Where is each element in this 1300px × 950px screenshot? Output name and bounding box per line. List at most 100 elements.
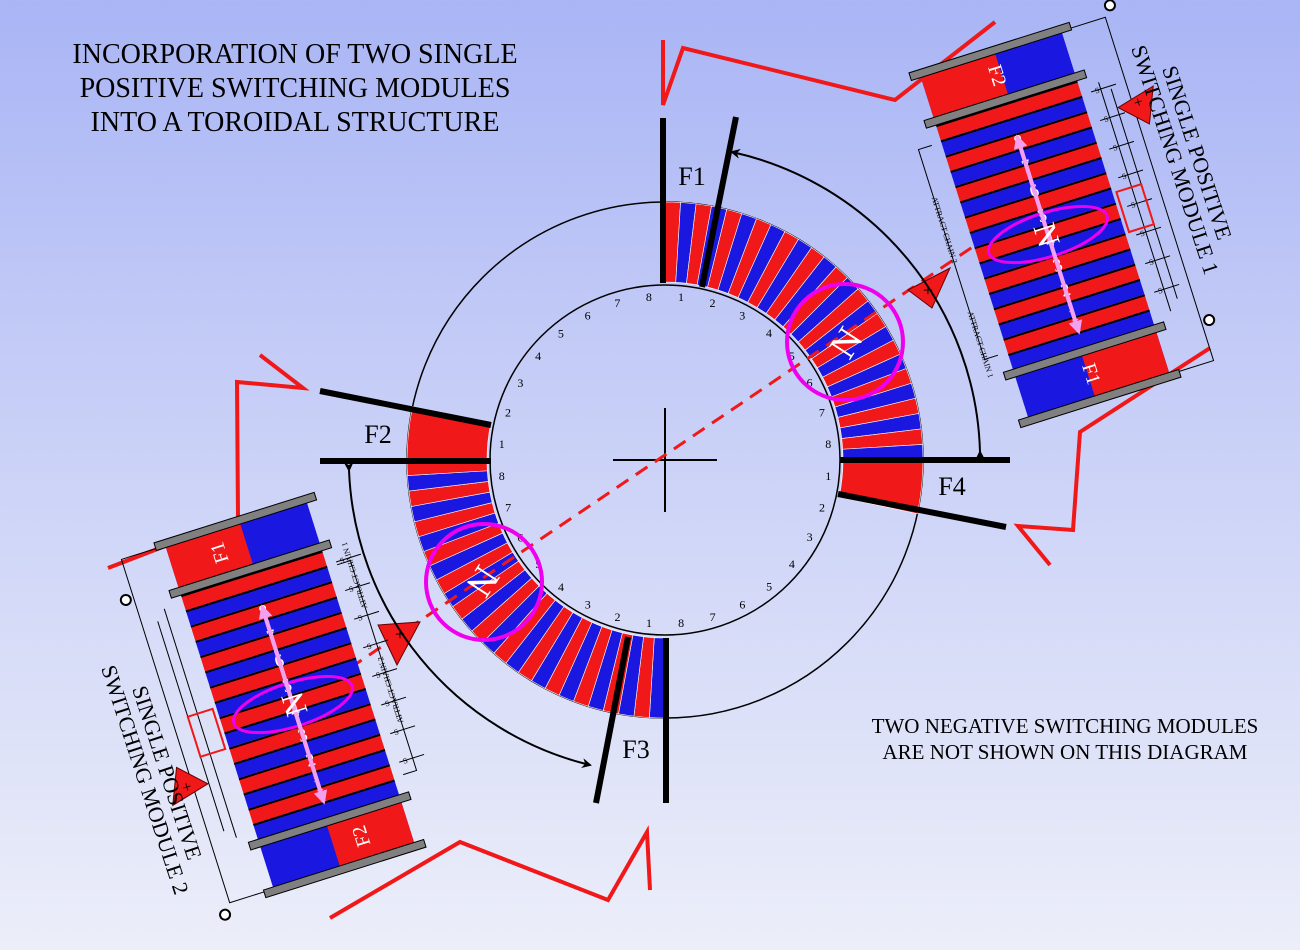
module-2-switch-wire (372, 668, 398, 677)
note-line-1: TWO NEGATIVE SWITCHING MODULES (871, 714, 1259, 738)
field-bars (319, 116, 1010, 804)
rotation-arrows (343, 148, 986, 768)
red-line-right (1013, 346, 1212, 567)
module-2-terminal-bottom (219, 908, 232, 921)
module-2-switch-label: S (348, 584, 355, 594)
dial-number: 7 (819, 405, 825, 419)
dial-number: 2 (614, 610, 620, 624)
plus-label-lower: + (395, 624, 405, 644)
module-2-switch-wire (354, 610, 380, 620)
dial-number: 8 (678, 616, 684, 630)
module-1-switch-wire (1090, 83, 1117, 93)
title-line-1: INCORPORATION OF TWO SINGLE (72, 39, 518, 70)
module-1-circuit (917, 16, 1215, 372)
dial-number: 1 (499, 437, 505, 451)
module-1-switch-wire (1136, 226, 1162, 236)
f3-bar-slanted (593, 636, 631, 804)
label-f3: F3 (622, 735, 649, 764)
dial-number: 4 (766, 326, 772, 340)
module-2-attract-chain-1: ATTRACT CHAIN 1 (340, 541, 369, 610)
dial-number: 8 (499, 469, 505, 483)
module-2-switch-label: S (357, 613, 364, 623)
module-1-layer (940, 95, 1087, 156)
dial-number: 6 (739, 598, 745, 612)
dial-number: 1 (825, 469, 831, 483)
module-1-attract-chain-1: ATTRACT CHAIN 1 (966, 310, 995, 379)
module-1-switch-label: S (1130, 200, 1137, 210)
dial-number: 7 (505, 501, 511, 515)
title-line-2: POSITIVE SWITCHING MODULES (79, 73, 511, 104)
dial-number: 8 (646, 290, 652, 304)
arrow-lower (343, 461, 592, 768)
module-2-switch-wire (390, 725, 416, 735)
module-2-layer (180, 550, 327, 611)
dial-number: 3 (585, 598, 591, 612)
switching-module-2: 12345678SSSSSSSS F1 F2 ATTRACT CHAIN 1 A… (119, 491, 427, 921)
module-2-switch-label: S (393, 727, 400, 737)
dial-number: 3 (517, 376, 523, 390)
module-2-plus-marker: + (172, 766, 209, 807)
note-line-2: ARE NOT SHOWN ON THIS DIAGRAM (882, 740, 1248, 764)
module-1-switch-label: S (1157, 286, 1164, 296)
dial-number: 4 (558, 580, 564, 594)
label-f1: F1 (678, 162, 705, 191)
module-1-switch-wire (1145, 255, 1171, 265)
module-2-switch-wire (399, 753, 425, 763)
dial-number: 5 (766, 580, 772, 594)
f4-bar-slanted (837, 491, 1007, 530)
dial-number: 8 (825, 437, 831, 451)
module-1-layer-separator (940, 95, 1083, 143)
dial-number: 4 (789, 557, 795, 571)
module-2-attract-chain-2: ATTRACT CHAIN 2 (376, 656, 405, 725)
red-line-bottom (328, 825, 652, 920)
module-1-terminal-bottom (1203, 314, 1216, 327)
dial-number: 7 (710, 610, 716, 624)
module-2-layer-separator (180, 550, 323, 598)
dial-number: 3 (807, 530, 813, 544)
module-2-layer (185, 565, 332, 626)
dial-number: 6 (585, 308, 591, 322)
module-1-switch-label: S (1103, 114, 1110, 124)
dial-number: 2 (505, 405, 511, 419)
title-line-3: INTO A TOROIDAL STRUCTURE (90, 107, 500, 138)
arrow-upper (730, 148, 986, 461)
module-2-terminal-top (119, 593, 132, 606)
module-2-switch-wire (335, 553, 362, 563)
module-1-switch-label: S (1112, 143, 1119, 153)
module-1-switch-label: S (1148, 257, 1155, 267)
module-1-terminal-top (1103, 0, 1116, 12)
module-1-layer-separator (935, 80, 1078, 128)
module-1-switch-wire (1127, 198, 1153, 207)
module-2-circuit (120, 548, 418, 904)
module-1-switch-wire (1118, 169, 1144, 179)
dial-number: 7 (614, 296, 620, 310)
module-1-switch-wire (1109, 140, 1135, 150)
module-1-switch-wire (1100, 112, 1126, 122)
module-1-switch-wire (1154, 283, 1180, 293)
module-1-layer (935, 80, 1082, 141)
f1-bar-slanted (699, 116, 739, 288)
dial-number: 2 (819, 501, 825, 515)
dashed-axis (349, 223, 1006, 670)
diagram-title: INCORPORATION OF TWO SINGLE POSITIVE SWI… (20, 38, 570, 140)
module-2-switch-wire (381, 696, 407, 706)
center-crosshair (613, 408, 717, 512)
dial-number: 4 (535, 349, 541, 363)
module-2-switch-wire (345, 582, 371, 592)
module-2-switch-label: S (375, 670, 382, 680)
f2-bar-top (319, 388, 492, 428)
dial-number: 1 (646, 616, 652, 630)
dial-number: 2 (710, 296, 716, 310)
module-2-layer (253, 779, 400, 840)
module-2-switch-wire (363, 639, 389, 649)
dial-number: 1 (678, 290, 684, 304)
label-f4: F4 (938, 472, 965, 501)
diagram-note: TWO NEGATIVE SWITCHING MODULES ARE NOT S… (800, 713, 1300, 765)
dial-number: 3 (739, 308, 745, 322)
module-1-attract-chain-2: ATTRACT CHAIN 2 (930, 196, 959, 265)
dial-number: 5 (558, 326, 564, 340)
module-1-layer (1008, 309, 1155, 370)
switching-module-1: 12345678SSSSSSSS F2 F1 ATTRACT CHAIN 1 A… (908, 0, 1216, 429)
module-1-plus-marker: + (1117, 85, 1154, 125)
